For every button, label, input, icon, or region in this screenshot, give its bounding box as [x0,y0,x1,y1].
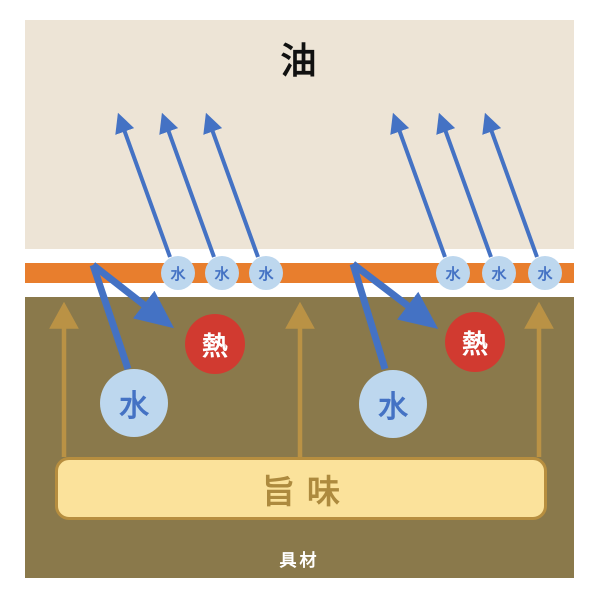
surface-water-droplet-6: 水 [528,256,562,290]
water-rise-line-left [89,263,132,371]
surface-water-droplet-1: 水 [161,256,195,290]
surface-water-droplet-5: 水 [482,256,516,290]
heat-transfer-arrow-left [90,262,175,329]
umami-label: 旨味 [262,472,352,510]
evaporation-arrow-2 [159,112,216,258]
surface-water-droplet-4: 水 [436,256,470,290]
evaporation-arrow-5 [436,112,493,258]
ingredient-label: 具材 [279,551,320,570]
surface-water-droplet-2: 水 [205,256,239,290]
surface-water-droplet-3: 水 [249,256,283,290]
evaporation-arrow-1 [115,112,172,258]
heat-circle-left: 熱 [185,314,245,374]
umami-box: 旨味 [55,457,547,520]
heat-circle-right: 熱 [445,312,505,372]
inner-water-circle-left: 水 [100,369,168,437]
water-rise-line-right [349,262,389,371]
evaporation-arrow-6 [482,112,539,258]
oil-label: 油 [280,40,319,81]
evaporation-arrow-3 [203,112,260,258]
inner-water-circle-right: 水 [359,370,427,438]
evaporation-arrow-4 [390,112,447,258]
heat-transfer-arrow-right [350,261,439,329]
